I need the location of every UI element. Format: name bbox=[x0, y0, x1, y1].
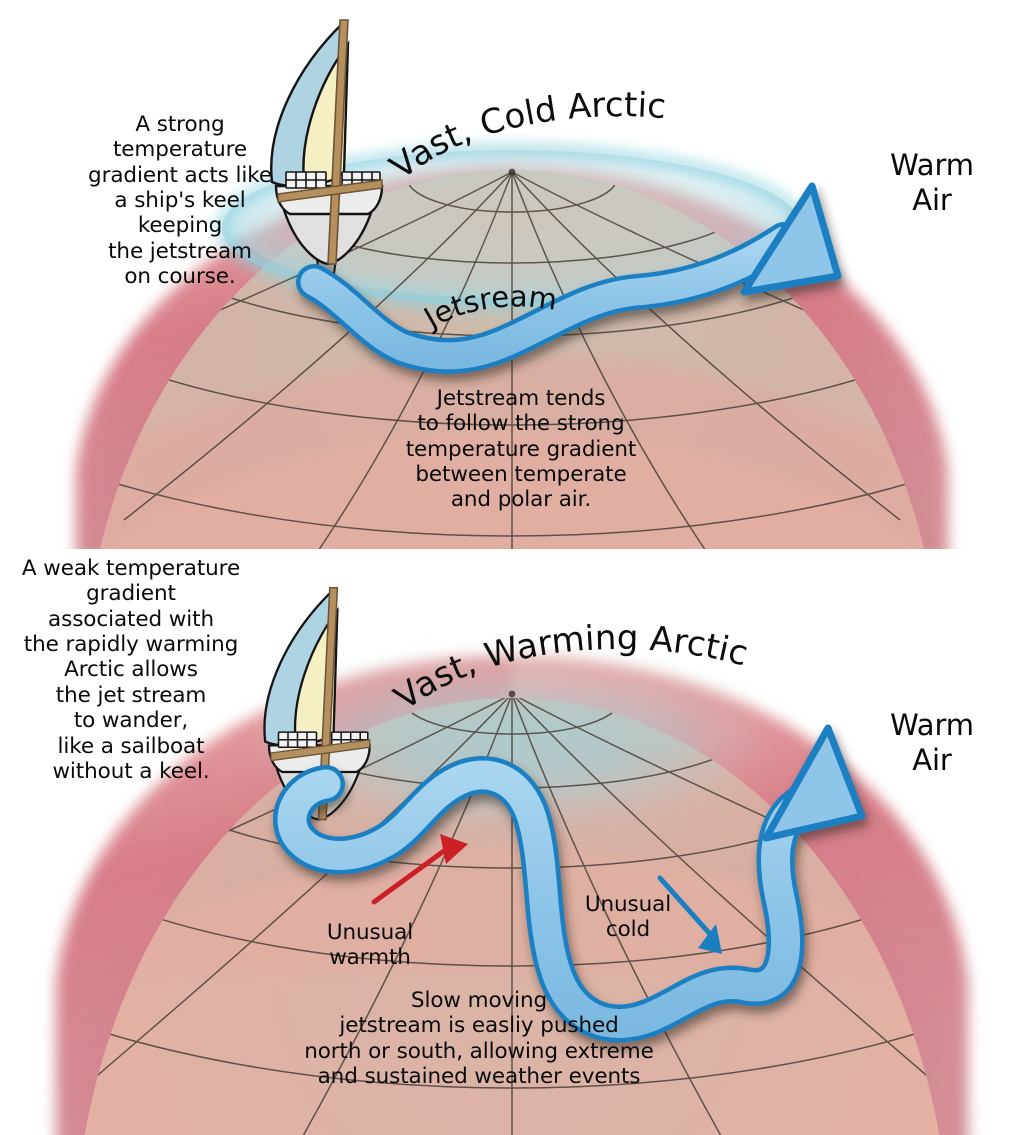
globe-strong-gradient bbox=[76, 18, 948, 549]
svg-text:Vast, Warming Arctic: Vast, Warming Arctic bbox=[387, 618, 752, 718]
north-pole-marker bbox=[508, 690, 516, 698]
jetstream-ribbon-weak bbox=[273, 724, 866, 1043]
caption-weak-gradient-center: Slow moving jetstream is easliy pushed n… bbox=[304, 988, 654, 1090]
north-pole-marker bbox=[508, 168, 516, 176]
arc-label-jetstream: Jetsream bbox=[416, 279, 559, 336]
caption-strong-gradient-center: Jetstream tends to follow the strong tem… bbox=[405, 386, 637, 513]
panel-weak-gradient: Vast, Warming Arctic A weak temperature … bbox=[0, 552, 1024, 1135]
caption-weak-gradient-left: A weak temperature gradient associated w… bbox=[21, 556, 241, 784]
label-warm-air-bottom: Warm Air bbox=[890, 708, 974, 777]
jetstream-ribbon-strong bbox=[296, 182, 842, 374]
annotation-label-unusual-warmth: Unusual warmth bbox=[326, 920, 414, 971]
arc-label-cold-arctic: Vast, Cold Arctic bbox=[383, 85, 668, 187]
panel-divider bbox=[0, 551, 1024, 553]
jetstream-label-text: Jetsream bbox=[416, 279, 559, 336]
panel-strong-gradient: Vast, Cold Arctic Jetsream A strong temp… bbox=[0, 0, 1024, 552]
svg-text:Jetsream: Jetsream bbox=[416, 279, 559, 336]
annotation-label-unusual-cold: Unusual cold bbox=[584, 892, 672, 943]
annotation-arrow-unusual-warmth bbox=[371, 834, 468, 905]
arc-label-warming-arctic: Vast, Warming Arctic bbox=[387, 618, 752, 718]
arc-label-text: Vast, Warming Arctic bbox=[387, 618, 752, 718]
label-warm-air-top: Warm Air bbox=[890, 148, 974, 217]
globe-weak-gradient bbox=[56, 586, 968, 1135]
annotation-arrow-unusual-cold bbox=[657, 875, 722, 954]
caption-strong-gradient-left: A strong temperature gradient acts like … bbox=[88, 112, 272, 290]
